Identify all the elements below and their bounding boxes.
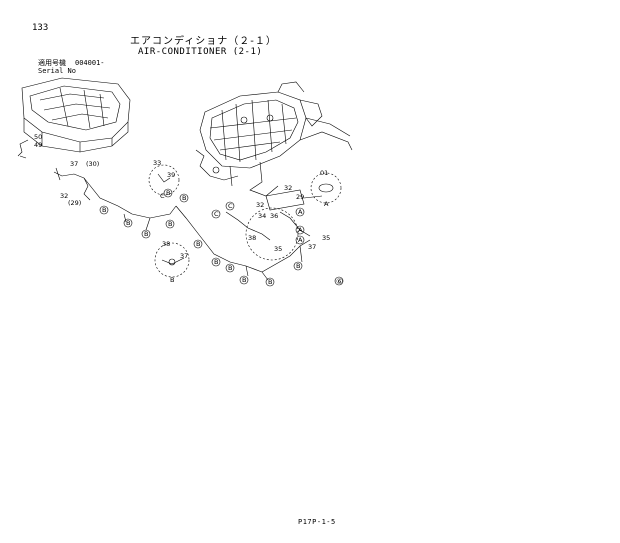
callout-50: 50 bbox=[34, 133, 42, 141]
detail-circle-c bbox=[148, 164, 180, 196]
balloon-b-10: B bbox=[242, 276, 246, 284]
page-title-japanese: エアコンディショナ（２-１） bbox=[130, 36, 277, 47]
callout-30: (30) bbox=[86, 160, 99, 168]
serial-value: 004001- bbox=[75, 59, 105, 67]
callout-49: 49 bbox=[34, 141, 42, 149]
corner-mark: ⑥ bbox=[336, 277, 343, 286]
callout-35-center: 35 bbox=[274, 245, 282, 253]
detail-label-c: C bbox=[160, 192, 165, 200]
callout-37-right: 37 bbox=[308, 243, 316, 251]
footer-code: P17P-1-5 bbox=[298, 518, 336, 526]
detail-label-b: B bbox=[170, 276, 174, 284]
balloon-a-2: A bbox=[298, 226, 303, 234]
balloon-a-3: A bbox=[298, 236, 303, 244]
callout-01: 01 bbox=[320, 169, 328, 177]
balloon-c-1: C bbox=[214, 210, 219, 218]
callout-38-center: 38 bbox=[248, 234, 256, 242]
callout-32-center: 32 bbox=[256, 201, 264, 209]
callout-29: (29) bbox=[68, 199, 81, 207]
engine-assembly-drawing bbox=[195, 81, 353, 211]
balloon-b-11: B bbox=[268, 278, 272, 286]
callout-33: 33 bbox=[153, 159, 161, 167]
callout-38: 38 bbox=[162, 240, 170, 248]
callout-37-left: 37 bbox=[70, 160, 78, 168]
detail-label-a: A bbox=[324, 200, 329, 208]
detail-circle-center bbox=[245, 207, 299, 261]
balloon-b-5: B bbox=[166, 189, 170, 197]
balloon-b-6: B bbox=[182, 194, 186, 202]
callout-32-right: 32 bbox=[284, 184, 292, 192]
serial-label-english: Serial No bbox=[38, 67, 76, 75]
balloon-b-2: B bbox=[126, 219, 130, 227]
balloon-b-9: B bbox=[228, 264, 232, 272]
balloon-b-12: B bbox=[296, 262, 300, 270]
callout-32-left: 32 bbox=[60, 192, 68, 200]
callout-36: 36 bbox=[270, 212, 278, 220]
callout-34: 34 bbox=[258, 212, 266, 220]
balloon-b-3: B bbox=[144, 230, 148, 238]
balloon-b-4: B bbox=[168, 220, 172, 228]
balloon-b-7: B bbox=[196, 240, 200, 248]
callout-39: 39 bbox=[167, 171, 175, 179]
balloon-b-1: B bbox=[102, 206, 106, 214]
page-title-english: AIR-CONDITIONER (2-1) bbox=[138, 47, 263, 57]
callout-29-right: 29 bbox=[296, 193, 304, 201]
callout-35-right: 35 bbox=[322, 234, 330, 242]
callout-37-detail: 37 bbox=[180, 252, 188, 260]
serial-label-japanese: 適用号機 bbox=[38, 59, 66, 67]
balloon-a-1: A bbox=[298, 208, 303, 216]
hose-routing-lines bbox=[53, 167, 311, 281]
balloon-c-2: C bbox=[228, 202, 233, 210]
machine-hood-drawing bbox=[17, 77, 131, 159]
callout-balloons bbox=[99, 188, 344, 287]
detail-circle-b bbox=[154, 242, 190, 278]
balloon-b-8: B bbox=[214, 258, 218, 266]
page-number: 133 bbox=[32, 23, 49, 33]
detail-circle-a bbox=[310, 172, 342, 204]
